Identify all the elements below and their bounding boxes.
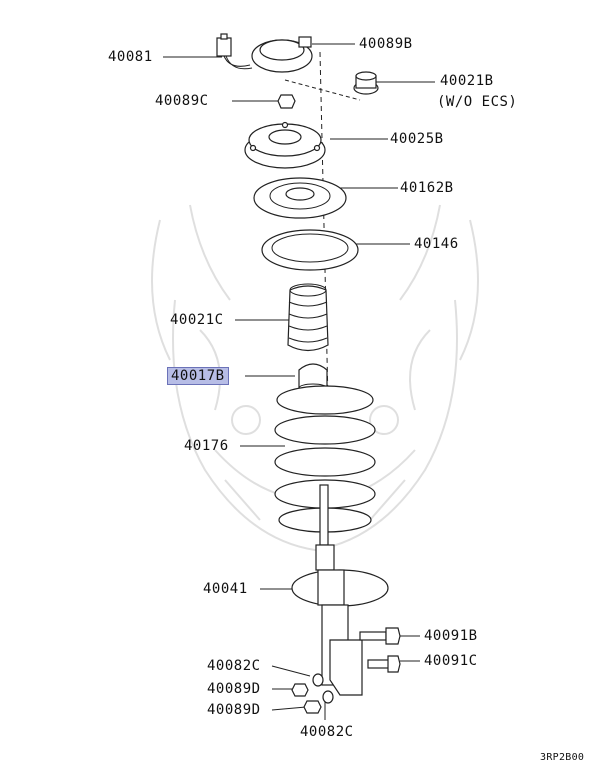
part-label-40091C: 40091C — [424, 653, 478, 669]
part-label-40017B-highlighted[interactable]: 40017B — [167, 367, 229, 385]
part-label-40089D-upper: 40089D — [207, 681, 261, 697]
diagram-code: 3RP2B00 — [540, 752, 585, 763]
part-40091B-bolt — [359, 627, 401, 645]
part-40089C-nut — [277, 94, 296, 109]
part-40091C-bolt — [367, 655, 401, 673]
part-label-40021B: 40021B — [440, 73, 494, 89]
part-label-40041: 40041 — [203, 581, 248, 597]
part-label-40089D-lower: 40089D — [207, 702, 261, 718]
part-40041-strut — [291, 484, 389, 696]
part-40021B-cap — [353, 71, 379, 95]
part-label-40025B: 40025B — [390, 131, 444, 147]
part-40089D-nut-lower — [303, 700, 322, 714]
leader-lines — [163, 43, 435, 720]
part-label-40091B: 40091B — [424, 628, 478, 644]
part-40162B-bearing — [253, 177, 347, 219]
part-40082C-washer — [312, 673, 334, 704]
part-label-40082C-bottom: 40082C — [300, 724, 354, 740]
part-label-40146: 40146 — [414, 236, 459, 252]
part-label-40162B: 40162B — [400, 180, 454, 196]
part-label-40082C-left: 40082C — [207, 658, 261, 674]
part-label-40081: 40081 — [108, 49, 153, 65]
part-label-40176: 40176 — [184, 438, 229, 454]
part-label-40021B-note: (W/O ECS) — [437, 94, 518, 110]
part-40021C-boot — [287, 283, 329, 352]
part-40025B-mount — [244, 121, 326, 169]
part-40081-connector — [216, 33, 313, 73]
part-label-40021C: 40021C — [170, 312, 224, 328]
part-40089D-nut-upper — [291, 683, 309, 697]
part-40146-seat — [261, 229, 359, 271]
part-40176-spring — [274, 385, 376, 533]
part-label-40089C: 40089C — [155, 93, 209, 109]
part-label-40089B: 40089B — [359, 36, 413, 52]
